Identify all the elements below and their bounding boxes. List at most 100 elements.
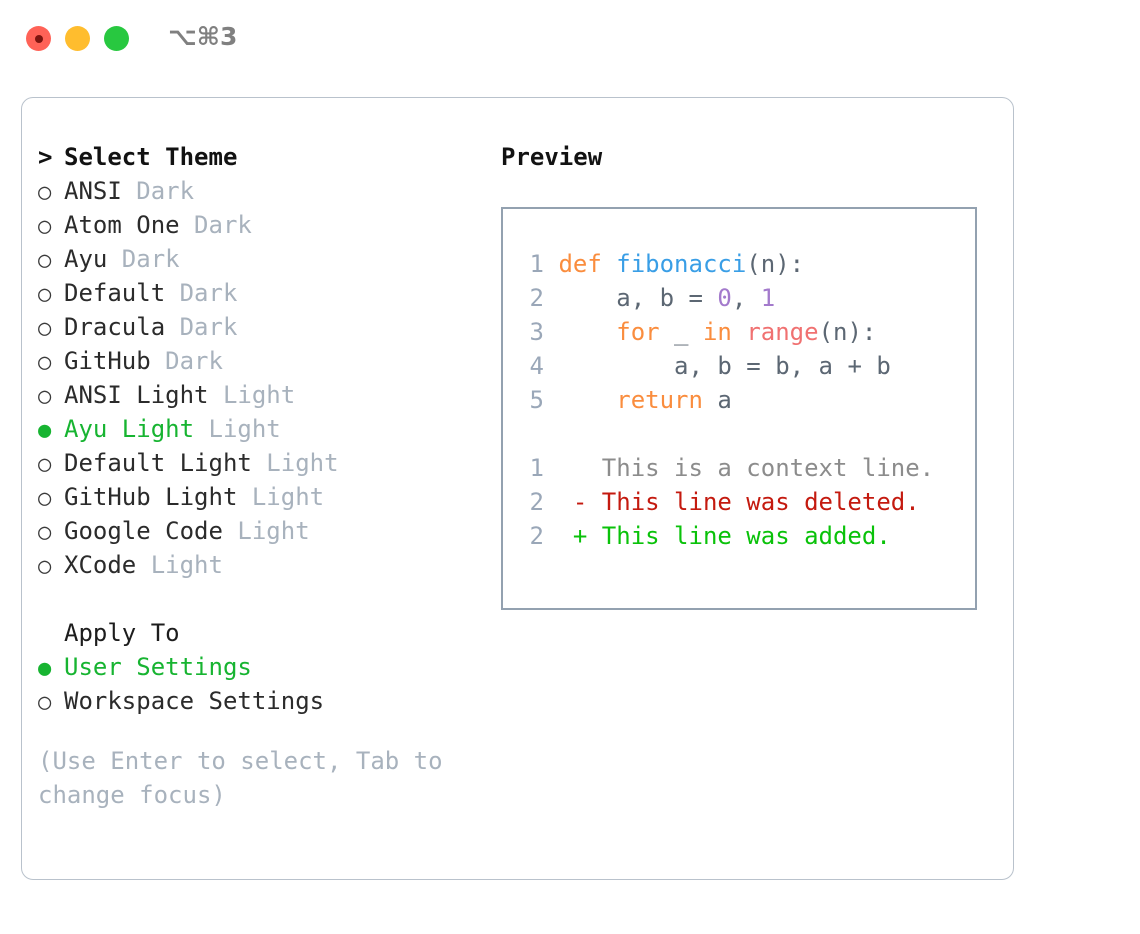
theme-list-item[interactable]: ○ ANSI Light Light — [38, 378, 468, 412]
theme-variant-tag: Dark — [165, 279, 238, 307]
theme-list-item[interactable]: ○GitHub Light Light — [38, 480, 468, 514]
code-token: , — [731, 284, 761, 312]
theme-list-item[interactable]: ● Ayu Light Light — [38, 412, 468, 446]
radio-unselected-icon[interactable]: ○ — [38, 520, 52, 545]
radio-unselected-icon[interactable]: ○ — [38, 384, 52, 409]
apply-to-heading: Apply To — [64, 619, 180, 647]
theme-list: ○ ANSI Dark ○ Atom One Dark ○ Ayu Dark ○ Defaul… — [38, 174, 468, 582]
apply-to-item[interactable]: ○Workspace Settings — [38, 684, 468, 718]
theme-variant-tag: Dark — [165, 313, 238, 341]
code-line: 2 a, b = 0, 1 — [520, 281, 934, 315]
code-line: 1 def fibonacci(n): — [520, 247, 934, 281]
diff-line: 1 This is a context line. — [520, 451, 935, 485]
code-token: fibonacci — [616, 250, 747, 278]
line-number: 2 — [529, 488, 544, 516]
code-line: 4 a, b = b, a + b — [520, 349, 934, 383]
theme-name: Atom One — [64, 211, 180, 239]
line-number: 5 — [529, 386, 544, 414]
code-token: (n): — [746, 250, 805, 278]
theme-picker-column: > Select Theme ○ ANSI Dark ○ Atom One Dark ○ A… — [38, 140, 468, 812]
content-panel: > Select Theme ○ ANSI Dark ○ Atom One Dark ○ A… — [21, 97, 1014, 880]
code-token: a — [702, 386, 732, 414]
theme-variant-tag: Light — [136, 551, 223, 579]
theme-list-item[interactable]: ○Google Code Light — [38, 514, 468, 548]
line-number: 1 — [529, 250, 544, 278]
theme-list-item[interactable]: ○ Atom One Dark — [38, 208, 468, 242]
minimize-button[interactable] — [65, 26, 90, 51]
code-token: return — [616, 386, 703, 414]
close-button[interactable] — [26, 26, 51, 51]
maximize-button[interactable] — [104, 26, 129, 51]
theme-variant-tag: Light — [251, 449, 339, 477]
radio-unselected-icon[interactable]: ○ — [38, 214, 52, 239]
title-bar: ⌥⌘3 — [0, 0, 1140, 78]
apply-to-list: ● User Settings ○Workspace Settings — [38, 650, 468, 718]
diff-line: 2 + This line was added. — [520, 519, 934, 553]
theme-name: Ayu — [64, 245, 108, 273]
code-token: in — [702, 318, 732, 346]
theme-name: ANSI Light — [64, 381, 209, 409]
code-line: 3 for _ in range(n): — [520, 315, 934, 349]
focus-caret-icon: > — [38, 143, 53, 171]
code-token — [732, 318, 746, 346]
theme-variant-tag: Light — [208, 381, 296, 409]
line-number: 1 — [529, 454, 544, 482]
help-text: (Use Enter to select, Tab to change focu… — [38, 747, 443, 809]
apply-to-item[interactable]: ● User Settings — [38, 650, 468, 684]
theme-name: Ayu Light — [64, 415, 195, 443]
apply-to-name: User Settings — [64, 653, 252, 681]
theme-list-item[interactable]: ○ ANSI Dark — [38, 174, 468, 208]
code-token: _ — [659, 318, 703, 346]
radio-unselected-icon[interactable]: ○ — [38, 690, 52, 715]
code-line: 5 return a — [520, 383, 934, 417]
radio-unselected-icon[interactable]: ○ — [38, 350, 52, 375]
window-controls — [26, 26, 129, 51]
radio-unselected-icon[interactable]: ○ — [38, 452, 52, 477]
diff-text: + This line was added. — [544, 522, 891, 550]
radio-selected-icon[interactable]: ● — [38, 418, 52, 443]
radio-unselected-icon[interactable]: ○ — [38, 248, 52, 273]
code-token: range — [746, 318, 819, 346]
radio-unselected-icon[interactable]: ○ — [38, 282, 52, 307]
theme-variant-tag: Dark — [179, 211, 252, 239]
theme-list-item[interactable]: ○ Default Dark — [38, 276, 468, 310]
radio-unselected-icon[interactable]: ○ — [38, 180, 52, 205]
radio-selected-icon[interactable]: ● — [38, 656, 52, 681]
code-token — [558, 318, 616, 346]
code-token: a, b = — [558, 284, 718, 312]
diff-text: - This line was deleted. — [544, 488, 920, 516]
theme-name: Google Code — [64, 517, 223, 545]
code-token: (n): — [818, 318, 877, 346]
line-number: 2 — [529, 522, 544, 550]
theme-list-item[interactable]: ○ Default Light Light — [38, 446, 468, 480]
theme-variant-tag: Light — [237, 483, 325, 511]
theme-picker-heading-label: Select Theme — [64, 143, 238, 171]
list-spacer — [38, 582, 468, 616]
line-number: 3 — [529, 318, 544, 346]
theme-picker-heading: > Select Theme — [38, 140, 468, 174]
theme-list-item[interactable]: ○ Dracula Dark — [38, 310, 468, 344]
theme-name: ANSI — [64, 177, 122, 205]
theme-name: Default — [64, 279, 166, 307]
code-token: def — [558, 250, 617, 278]
diff-text: This is a context line. — [544, 454, 935, 482]
theme-name: GitHub — [64, 347, 151, 375]
theme-variant-tag: Light — [194, 415, 281, 443]
theme-list-item[interactable]: ○Ayu Dark — [38, 242, 468, 276]
radio-unselected-icon[interactable]: ○ — [38, 554, 52, 579]
keyboard-shortcut-label: ⌥⌘3 — [168, 22, 238, 51]
theme-variant-tag: Dark — [121, 177, 195, 205]
theme-list-item[interactable]: ○XCode Light — [38, 548, 468, 582]
code-diff-separator — [520, 417, 934, 451]
radio-unselected-icon[interactable]: ○ — [38, 316, 52, 341]
theme-list-item[interactable]: ○GitHub Dark — [38, 344, 468, 378]
preview-column: Preview 1 def fibonacci(n):2 a, b = 0, 1… — [501, 140, 981, 610]
radio-unselected-icon[interactable]: ○ — [38, 486, 52, 511]
code-token: 1 — [760, 284, 776, 312]
theme-name: Dracula — [64, 313, 166, 341]
theme-name: Default Light — [64, 449, 252, 477]
line-number: 4 — [529, 352, 544, 380]
